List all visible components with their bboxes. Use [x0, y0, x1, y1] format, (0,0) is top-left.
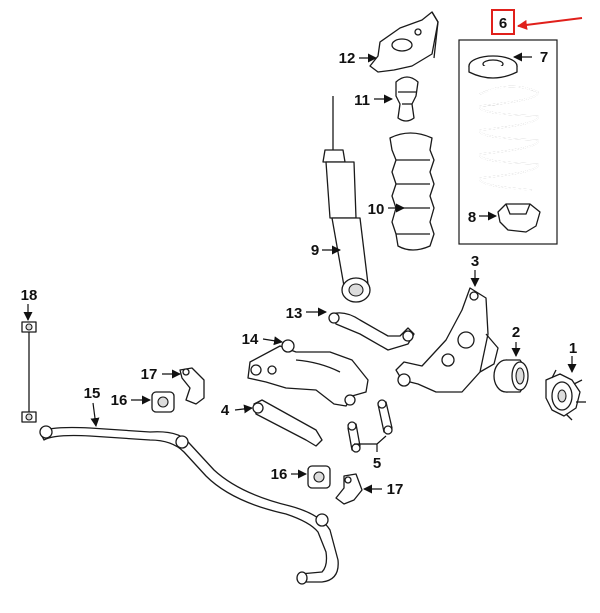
highlight-marker	[491, 9, 583, 35]
spring-assembly-group	[458, 39, 558, 245]
lower-spring-seat	[497, 203, 541, 233]
upper-spring-seat	[468, 55, 518, 79]
knuckle	[395, 287, 499, 393]
callout-17-right: 17	[387, 481, 404, 498]
callout-5: 5	[373, 455, 381, 472]
wheel-hub	[545, 369, 586, 421]
callout-16-right: 16	[271, 466, 288, 483]
callout-16-left: 16	[111, 392, 128, 409]
callout-18: 18	[21, 287, 38, 304]
stabilizer-link-rod	[21, 321, 37, 423]
callout-10: 10	[368, 201, 385, 218]
shock-absorber	[322, 96, 371, 303]
lower-control-arm	[247, 339, 369, 407]
callout-11: 11	[354, 92, 370, 109]
stabilizer-bushing-left	[151, 391, 175, 413]
wheel-bearing	[493, 359, 529, 393]
callout-4: 4	[221, 402, 230, 419]
callout-labels: 1 2 3 4 5 6 7 8 9 10 11 12 13 14 15 16 1…	[21, 15, 578, 498]
callout-9: 9	[311, 242, 319, 259]
bushing-bracket-right	[335, 473, 363, 505]
callout-14: 14	[242, 331, 259, 348]
bushing-bracket-left	[179, 367, 205, 405]
stabilizer-bar	[39, 425, 339, 585]
callout-1: 1	[569, 340, 577, 357]
dust-boot	[389, 132, 435, 251]
coil-spring	[479, 85, 539, 191]
callout-3: 3	[471, 253, 479, 270]
upper-control-arm	[328, 312, 415, 351]
callout-12: 12	[339, 50, 356, 67]
upper-mount-bracket	[369, 11, 439, 73]
callout-8: 8	[468, 209, 476, 226]
stabilizer-bushing-right	[307, 465, 331, 489]
callout-7: 7	[540, 49, 548, 66]
leader-lines	[23, 52, 577, 494]
callout-13: 13	[286, 305, 303, 322]
bump-stop	[395, 76, 419, 122]
callout-2: 2	[512, 324, 520, 341]
callout-17-left: 17	[141, 366, 158, 383]
callout-6: 6	[499, 15, 507, 32]
toe-link	[252, 399, 323, 447]
callout-15: 15	[84, 385, 101, 402]
